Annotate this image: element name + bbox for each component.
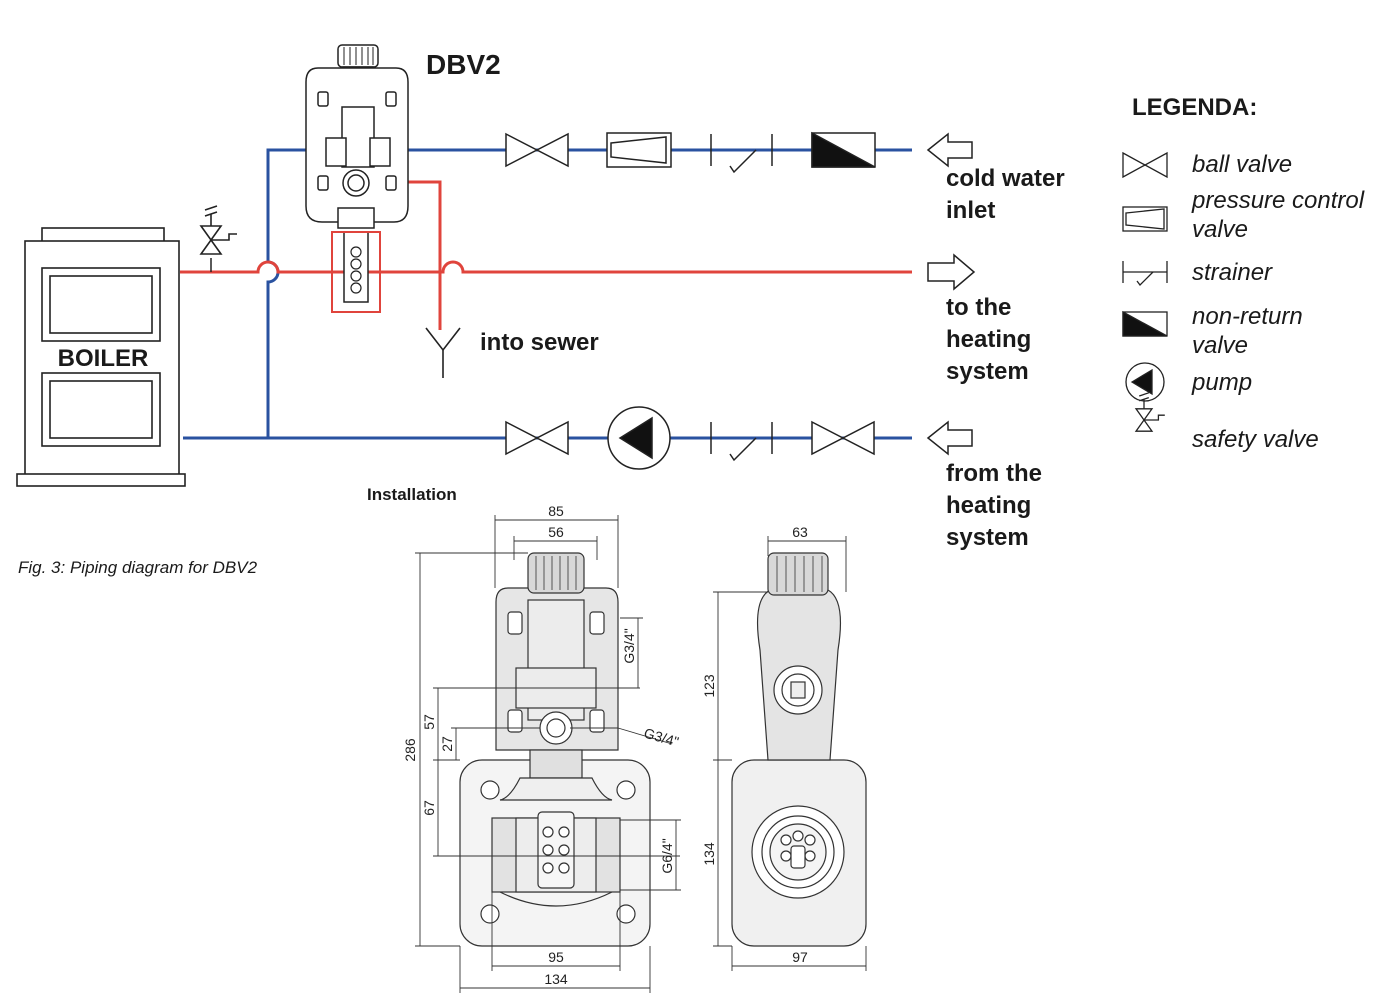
svg-text:97: 97 [792,949,808,965]
pipes [180,148,912,440]
svg-text:27: 27 [439,736,455,752]
safety-valve-icon [199,205,237,255]
legend-label-safety-valve: safety valve [1192,426,1319,453]
svg-text:system: system [946,358,1029,385]
svg-text:134: 134 [701,842,717,866]
insert-highlight [331,231,381,313]
legend-strainer-icon [1122,261,1168,286]
svg-text:to the: to the [946,294,1011,321]
front-dimension-lines [415,515,681,993]
figure-caption: Fig. 3: Piping diagram for DBV2 [18,558,258,577]
svg-text:G3/4": G3/4" [621,628,637,663]
inlet-label: cold water inlet [946,165,1065,224]
svg-text:85: 85 [548,503,564,519]
svg-text:95: 95 [548,949,564,965]
to-heating-label: to the heating system [946,294,1031,385]
svg-text:63: 63 [792,524,808,540]
front-dimension-labels: 85 56 286 57 27 67 G3/4" G3/4" G6/4" 95 … [402,503,681,987]
svg-text:123: 123 [701,674,717,698]
installation-label: Installation [367,485,457,504]
return-line-components [505,406,875,470]
svg-text:from the: from the [946,460,1042,487]
legend-label-strainer: strainer [1192,259,1273,286]
side-dimension-labels: 63 123 134 97 [701,524,808,965]
legend-label-pressure-control-2: valve [1192,216,1248,243]
svg-text:286: 286 [402,738,418,762]
svg-text:G3/4": G3/4" [642,725,680,750]
svg-text:cold water: cold water [946,165,1065,192]
svg-text:system: system [946,524,1029,551]
boiler-label: BOILER [58,345,149,372]
legend: LEGENDA: ball valve [1122,94,1365,453]
legend-title: LEGENDA: [1132,94,1257,121]
svg-text:G6/4": G6/4" [659,838,675,873]
strainer-icon [710,422,773,462]
ball-valve-icon [505,132,569,168]
svg-text:57: 57 [421,714,437,730]
non-return-valve-icon [811,131,876,168]
legend-label-non-return-2: valve [1192,332,1248,359]
outlet-arrow-icon [927,253,976,291]
riser-pipe [266,148,306,438]
legend-pressure-control-valve-icon [1122,206,1168,232]
dbv2-title: DBV2 [426,49,501,80]
boiler [16,227,186,487]
flow-arrows [926,132,976,456]
return-arrow-icon [926,420,973,456]
legend-safety-valve-icon [1134,392,1165,432]
svg-text:heating: heating [946,326,1031,353]
pump-icon [607,406,671,470]
cartridge-holes [350,246,362,294]
sewer-label: into sewer [480,329,599,356]
legend-label-pump: pump [1191,369,1252,396]
side-dimension-lines [713,536,867,971]
svg-text:inlet: inlet [946,197,995,224]
legend-non-return-valve-icon [1122,310,1168,337]
legend-label-pressure-control: pressure control [1191,187,1365,214]
side-view-drawing [731,552,867,947]
sewer-funnel-icon [425,327,461,378]
svg-text:67: 67 [421,800,437,816]
legend-ball-valve-icon [1122,151,1168,179]
ball-valve-icon [811,420,875,456]
front-view-drawing [459,552,651,947]
svg-text:56: 56 [548,524,564,540]
legend-pump-icon [1125,362,1165,402]
svg-text:134: 134 [544,971,568,987]
pressure-control-valve-icon [606,132,672,168]
ball-valve-icon [505,420,569,456]
legend-label-non-return: non-return [1192,303,1303,330]
legend-label-ball-valve: ball valve [1192,151,1292,178]
from-heating-label: from the heating system [946,460,1042,551]
hot-pipe [180,260,912,274]
strainer-icon [710,134,773,174]
cold-line-components [505,131,876,174]
svg-text:heating: heating [946,492,1031,519]
inlet-arrow-icon [926,132,973,168]
